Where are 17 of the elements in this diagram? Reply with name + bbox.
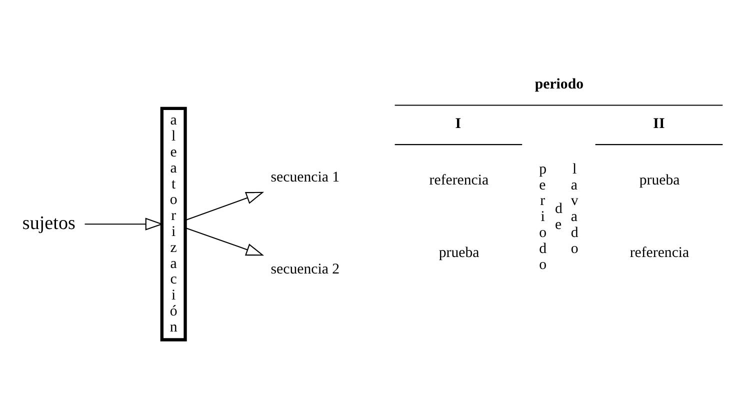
node-text: secuencia 2: [270, 261, 340, 278]
node-text: sujetos: [22, 212, 76, 234]
node-box: aleatorización: [160, 106, 187, 341]
label: referencia: [630, 244, 690, 261]
node-text: secuencia 1: [270, 168, 340, 185]
label: periodo: [539, 160, 547, 272]
label: prueba: [639, 172, 680, 188]
label: II: [653, 115, 665, 132]
label: prueba: [438, 244, 480, 261]
arrow: [186, 191, 264, 220]
label: lavado: [570, 160, 578, 256]
label: de: [555, 200, 562, 233]
label: referencia: [429, 172, 489, 188]
label: periodo: [534, 76, 584, 92]
arrow: [186, 227, 264, 256]
arrow: [84, 217, 164, 230]
label: I: [455, 115, 462, 132]
